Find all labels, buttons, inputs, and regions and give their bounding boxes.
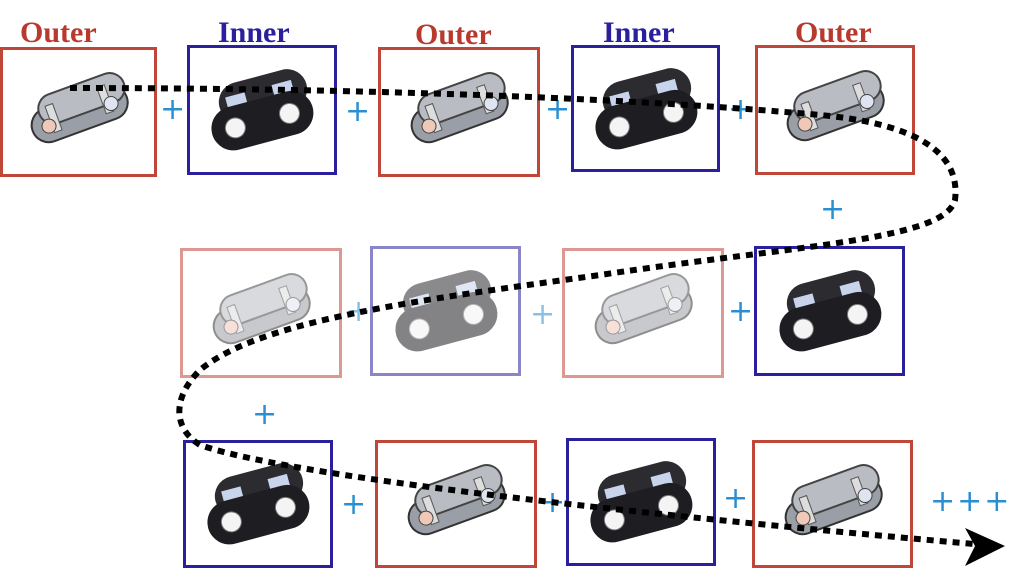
outer-link-box xyxy=(180,248,342,378)
plus-sign: + xyxy=(341,487,367,522)
label-outer-3: Outer xyxy=(795,16,872,49)
label-inner-1: Inner xyxy=(218,16,290,49)
dotted-path xyxy=(69,85,986,548)
label-inner-2: Inner xyxy=(603,16,675,49)
outer-link-icon xyxy=(212,273,311,345)
continuation-plus: +++ xyxy=(930,484,1012,519)
inner-link-box xyxy=(183,440,333,568)
label-outer-1: Outer xyxy=(20,16,97,49)
outer-link-box xyxy=(752,440,913,568)
inner-link-box xyxy=(566,438,716,566)
inner-link-icon xyxy=(779,270,881,352)
inner-link-icon xyxy=(595,67,697,149)
outer-link-box xyxy=(378,47,540,177)
outer-link-icon xyxy=(30,72,129,144)
inner-link-box xyxy=(187,45,337,175)
inner-link-icon xyxy=(395,270,497,352)
outer-link-box xyxy=(0,47,157,177)
arrowhead-icon xyxy=(965,528,1005,566)
outer-link-box xyxy=(755,45,915,175)
inner-link-icon xyxy=(207,463,310,545)
plus-sign: + xyxy=(252,397,278,432)
plus-sign: + xyxy=(345,94,371,129)
plus-sign: + xyxy=(530,297,556,332)
plus-sign: + xyxy=(723,481,749,516)
inner-link-icon xyxy=(211,69,314,151)
outer-link-icon xyxy=(786,70,885,142)
plus-sign: + xyxy=(820,192,846,227)
inner-link-box xyxy=(754,246,905,376)
inner-link-box xyxy=(370,246,521,376)
plus-sign: + xyxy=(160,92,186,127)
plus-sign: + xyxy=(728,294,754,329)
outer-link-icon xyxy=(594,273,693,345)
outer-link-icon xyxy=(784,464,883,536)
inner-link-box xyxy=(571,45,720,172)
inner-link-icon xyxy=(590,461,693,543)
label-outer-2: Outer xyxy=(415,18,492,51)
outer-link-icon xyxy=(410,72,509,144)
outer-link-box xyxy=(562,248,724,378)
